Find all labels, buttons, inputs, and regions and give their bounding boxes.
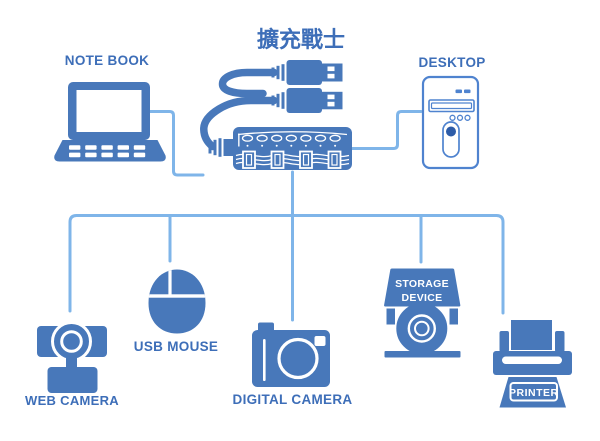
- storage-device-label-line1: STORAGE: [395, 278, 449, 290]
- connector-lines: [68, 110, 505, 322]
- usb-mouse-label: USB MOUSE: [133, 338, 219, 354]
- storage-device-label: STORAGE DEVICE: [386, 278, 458, 305]
- usb-cable-upper: [218, 68, 278, 98]
- desktop-label: DESKTOP: [418, 54, 486, 70]
- camera-flash: [314, 336, 326, 346]
- hub-cable-plug: [208, 138, 234, 157]
- printer-label: PRINTER: [509, 386, 559, 399]
- storage-device-label-line2: DEVICE: [401, 291, 443, 304]
- printer-icon: [493, 320, 572, 408]
- desktop-icon: [421, 75, 480, 170]
- notebook-to-hub-line: [148, 110, 205, 177]
- notebook-label: NOTE BOOK: [64, 53, 150, 68]
- usb-hub-icon: [200, 60, 352, 170]
- usb-mouse-icon: [148, 269, 206, 334]
- power-button: [446, 126, 456, 137]
- hub-led-row: [241, 134, 341, 142]
- notebook-keys: [69, 145, 146, 158]
- printer-slot: [502, 356, 562, 364]
- hub-to-desktop-line: [350, 110, 423, 150]
- usb-plug-a: [271, 60, 343, 85]
- webcam-lens: [51, 321, 92, 362]
- diagram-title: 擴充戰士: [256, 27, 345, 52]
- storage-device-icon: [384, 268, 461, 358]
- digital-camera-icon: [252, 322, 330, 387]
- storage-disc: [394, 301, 450, 356]
- camera-lens: [277, 337, 319, 380]
- mouse-button-dividers: [148, 269, 206, 298]
- hub-led-dots: [246, 144, 337, 147]
- hub-ports: [242, 150, 342, 169]
- notebook-icon: [54, 82, 166, 162]
- digital-camera-label: DIGITAL CAMERA: [232, 392, 353, 407]
- usb-cable-lower: [200, 96, 278, 151]
- web-camera-label: WEB CAMERA: [25, 393, 119, 408]
- device-bus-line: [68, 214, 505, 315]
- web-camera-icon: [37, 321, 107, 393]
- usb-plug-b: [271, 88, 343, 113]
